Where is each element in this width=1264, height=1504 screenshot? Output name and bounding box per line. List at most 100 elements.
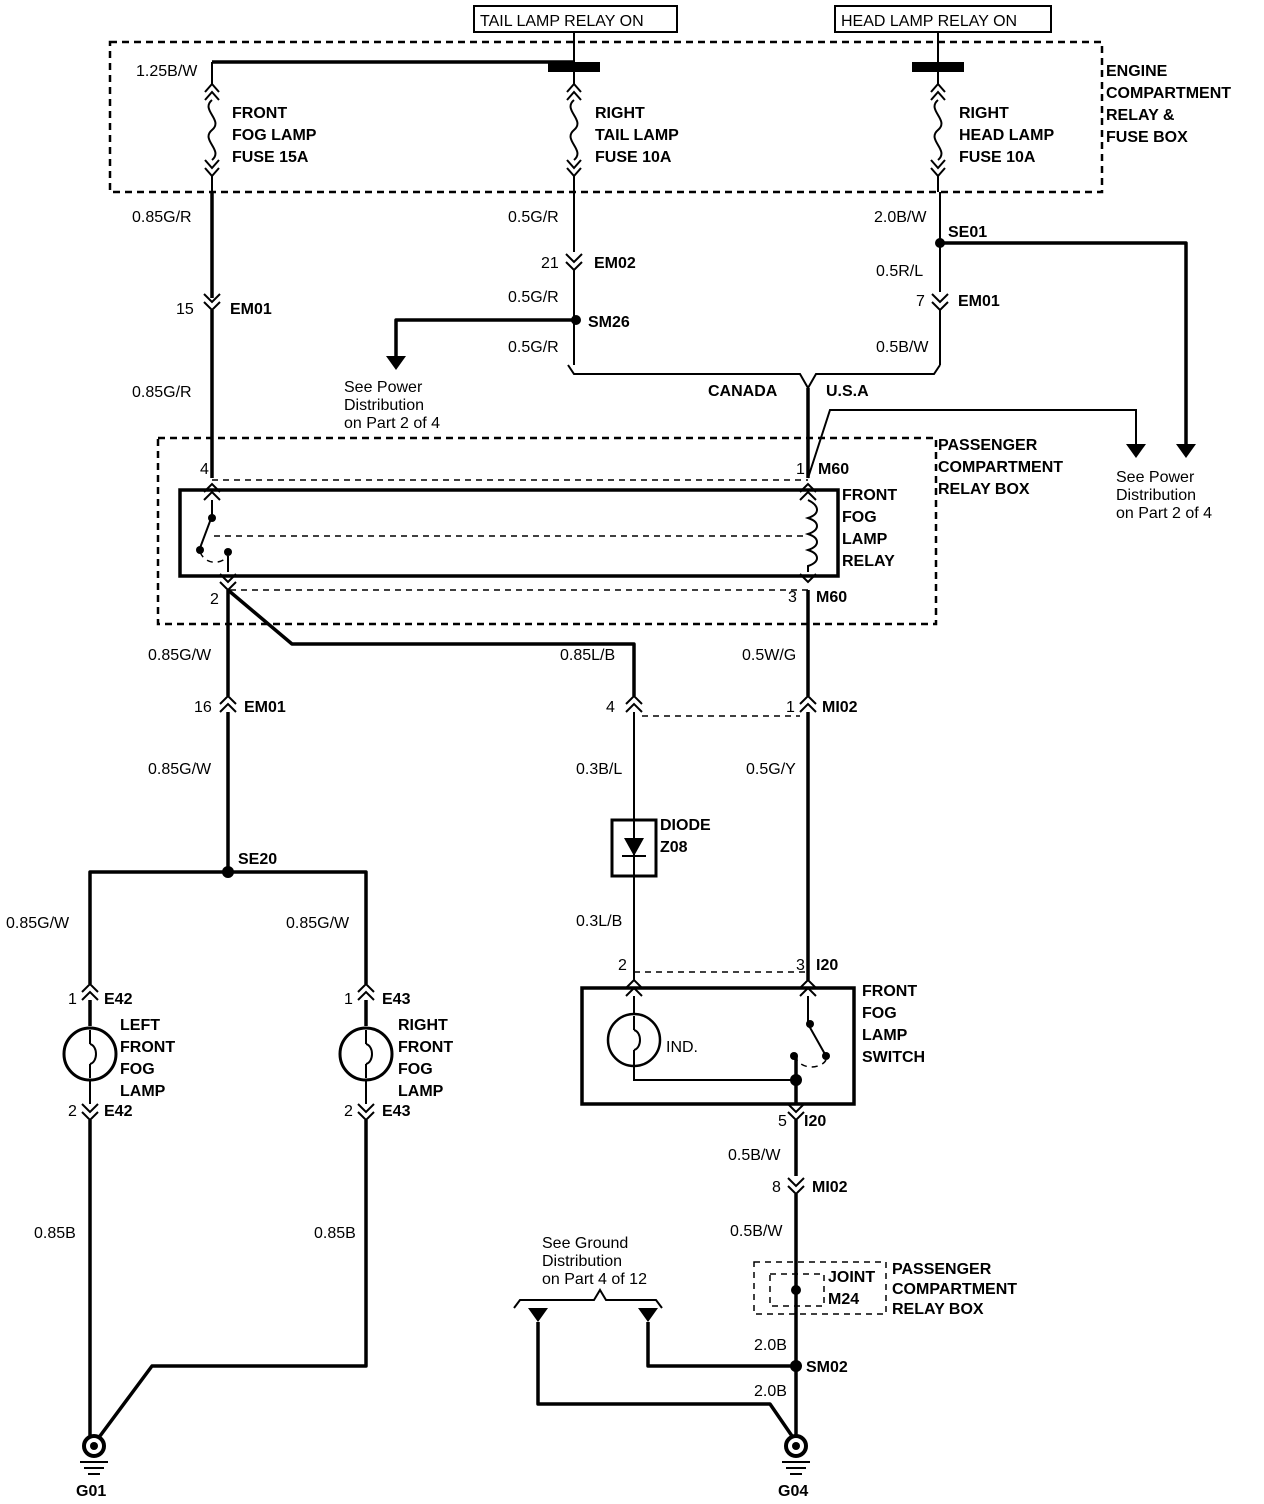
right-front-fog-lamp-label: RIGHT FRONT FOG LAMP (398, 1017, 453, 1100)
right-lamp-ground-wire (98, 1120, 368, 1438)
svg-text:ENGINE: ENGINE (1106, 63, 1168, 80)
branch-canada-label: CANADA (708, 383, 778, 400)
front-fog-lamp-switch-label: FRONT FOG LAMP SWITCH (862, 983, 925, 1066)
wire-label: 0.85G/R (132, 209, 192, 226)
svg-text:E42: E42 (104, 1103, 133, 1120)
svg-text:FRONT: FRONT (862, 983, 917, 1000)
svg-text:LAMP: LAMP (862, 1027, 908, 1044)
head-relay-bus-bar (912, 62, 964, 72)
wire-label: 0.3L/B (576, 913, 622, 930)
svg-text:COMPARTMENT: COMPARTMENT (892, 1281, 1017, 1298)
connector-mi02-top: 4 1 MI02 (606, 694, 858, 717)
splice-sm02-label: SM02 (806, 1359, 848, 1376)
svg-text:FRONT: FRONT (842, 487, 897, 504)
wire-label: 0.5W/G (742, 647, 796, 664)
svg-text:RIGHT: RIGHT (959, 105, 1009, 122)
svg-text:EM01: EM01 (230, 301, 272, 318)
svg-text:5: 5 (778, 1113, 787, 1130)
svg-text:I20: I20 (804, 1113, 826, 1130)
power-dist-arrow-right-b (1126, 444, 1146, 458)
connector-i20-top: I20 (816, 957, 838, 974)
ground-g04: G04 (778, 1434, 810, 1500)
svg-text:FRONT: FRONT (232, 105, 287, 122)
svg-text:E43: E43 (382, 991, 411, 1008)
wire-label: 0.3B/L (576, 761, 622, 778)
power-dist-arrow-left (386, 356, 406, 370)
relay-pin-1: 1 (796, 461, 805, 478)
fog-lamp-split-wire (88, 870, 368, 984)
connector-em01-15: 15 EM01 (176, 293, 272, 318)
svg-text:MI02: MI02 (822, 699, 858, 716)
wire-label: 1.25B/W (136, 63, 198, 80)
svg-text:PASSENGER: PASSENGER (892, 1261, 992, 1278)
svg-text:RELAY BOX: RELAY BOX (892, 1301, 984, 1318)
svg-text:LAMP: LAMP (120, 1083, 166, 1100)
svg-text:RIGHT: RIGHT (595, 105, 645, 122)
svg-text:JOINT: JOINT (828, 1269, 875, 1286)
diode-z08 (610, 818, 658, 878)
svg-text:G04: G04 (778, 1483, 808, 1500)
head-lamp-relay-on-label: HEAD LAMP RELAY ON (834, 5, 1052, 62)
connector-mi02-bottom: 8 MI02 (772, 1177, 848, 1196)
svg-text:Distribution: Distribution (542, 1253, 622, 1270)
right-front-fog-lamp: 1 E43 2 E43 (338, 982, 411, 1122)
branch-usa-label: U.S.A (826, 383, 869, 400)
splice-se20-label: SE20 (238, 851, 277, 868)
svg-text:E43: E43 (382, 1103, 411, 1120)
wire-label: 0.85G/R (132, 384, 192, 401)
left-front-fog-lamp-label: LEFT FRONT FOG LAMP (120, 1017, 175, 1100)
wire-label: 0.85G/W (286, 915, 350, 932)
svg-text:IND.: IND. (666, 1039, 698, 1056)
svg-text:on Part 2 of 4: on Part 2 of 4 (344, 415, 440, 432)
relay-pin-4: 4 (200, 461, 209, 478)
wire-label: 0.85G/W (148, 647, 212, 664)
svg-text:FRONT: FRONT (398, 1039, 453, 1056)
svg-text:1: 1 (68, 991, 77, 1008)
ground-note-brace (513, 1288, 663, 1309)
svg-text:Distribution: Distribution (344, 397, 424, 414)
front-fog-fuse-label: FRONT FOG LAMP FUSE 15A (232, 105, 317, 166)
connector-i20-bottom: 5 I20 (778, 1103, 826, 1130)
svg-text:1: 1 (344, 991, 353, 1008)
power-dist-branch-left (394, 318, 576, 356)
ground-branch-b (536, 1322, 794, 1437)
svg-text:Z08: Z08 (660, 839, 688, 856)
svg-text:on Part 4 of 12: on Part 4 of 12 (542, 1271, 647, 1288)
wire-label: 0.85B (34, 1225, 76, 1242)
wire-label: 0.85G/W (148, 761, 212, 778)
ground-dist-arrow-b (638, 1308, 658, 1322)
front-fog-fuse (204, 62, 220, 192)
svg-text:RELAY &: RELAY & (1106, 107, 1175, 124)
wire-label: 0.5G/R (508, 339, 559, 356)
relay-pin-2: 2 (210, 591, 219, 608)
svg-text:16: 16 (194, 699, 212, 716)
diode-z08-label: DIODE Z08 (660, 817, 711, 856)
svg-text:FRONT: FRONT (120, 1039, 175, 1056)
indicator-feed-wire (226, 588, 636, 696)
right-tail-fuse (566, 72, 582, 192)
svg-text:LAMP: LAMP (398, 1083, 444, 1100)
note-ground: See Ground Distribution on Part 4 of 12 (542, 1235, 647, 1288)
svg-text:EM01: EM01 (958, 293, 1000, 310)
wire-label: 0.5B/W (876, 339, 929, 356)
ground-dist-arrow-a (528, 1308, 548, 1322)
joint-m24: JOINT M24 (753, 1261, 887, 1315)
wire-label: 0.85L/B (560, 647, 615, 664)
note-power-left: See Power Distribution on Part 2 of 4 (344, 379, 440, 432)
wire-label: 0.85B (314, 1225, 356, 1242)
svg-text:EM01: EM01 (244, 699, 286, 716)
svg-text:FOG: FOG (862, 1005, 897, 1022)
svg-text:COMPARTMENT: COMPARTMENT (938, 459, 1063, 476)
svg-text:LEFT: LEFT (120, 1017, 160, 1034)
wire-label: 2.0B/W (874, 209, 927, 226)
svg-text:See Power: See Power (1116, 469, 1195, 486)
ground-g01: G01 (76, 1434, 108, 1500)
svg-text:FUSE 15A: FUSE 15A (232, 149, 309, 166)
svg-text:4: 4 (606, 699, 615, 716)
right-tail-fuse-label: RIGHT TAIL LAMP FUSE 10A (595, 105, 679, 166)
svg-text:RELAY: RELAY (842, 553, 895, 570)
svg-text:21: 21 (541, 255, 559, 272)
connector-m60-top: M60 (818, 461, 849, 478)
svg-text:FOG: FOG (842, 509, 877, 526)
relay-pin-3: 3 (788, 589, 797, 606)
